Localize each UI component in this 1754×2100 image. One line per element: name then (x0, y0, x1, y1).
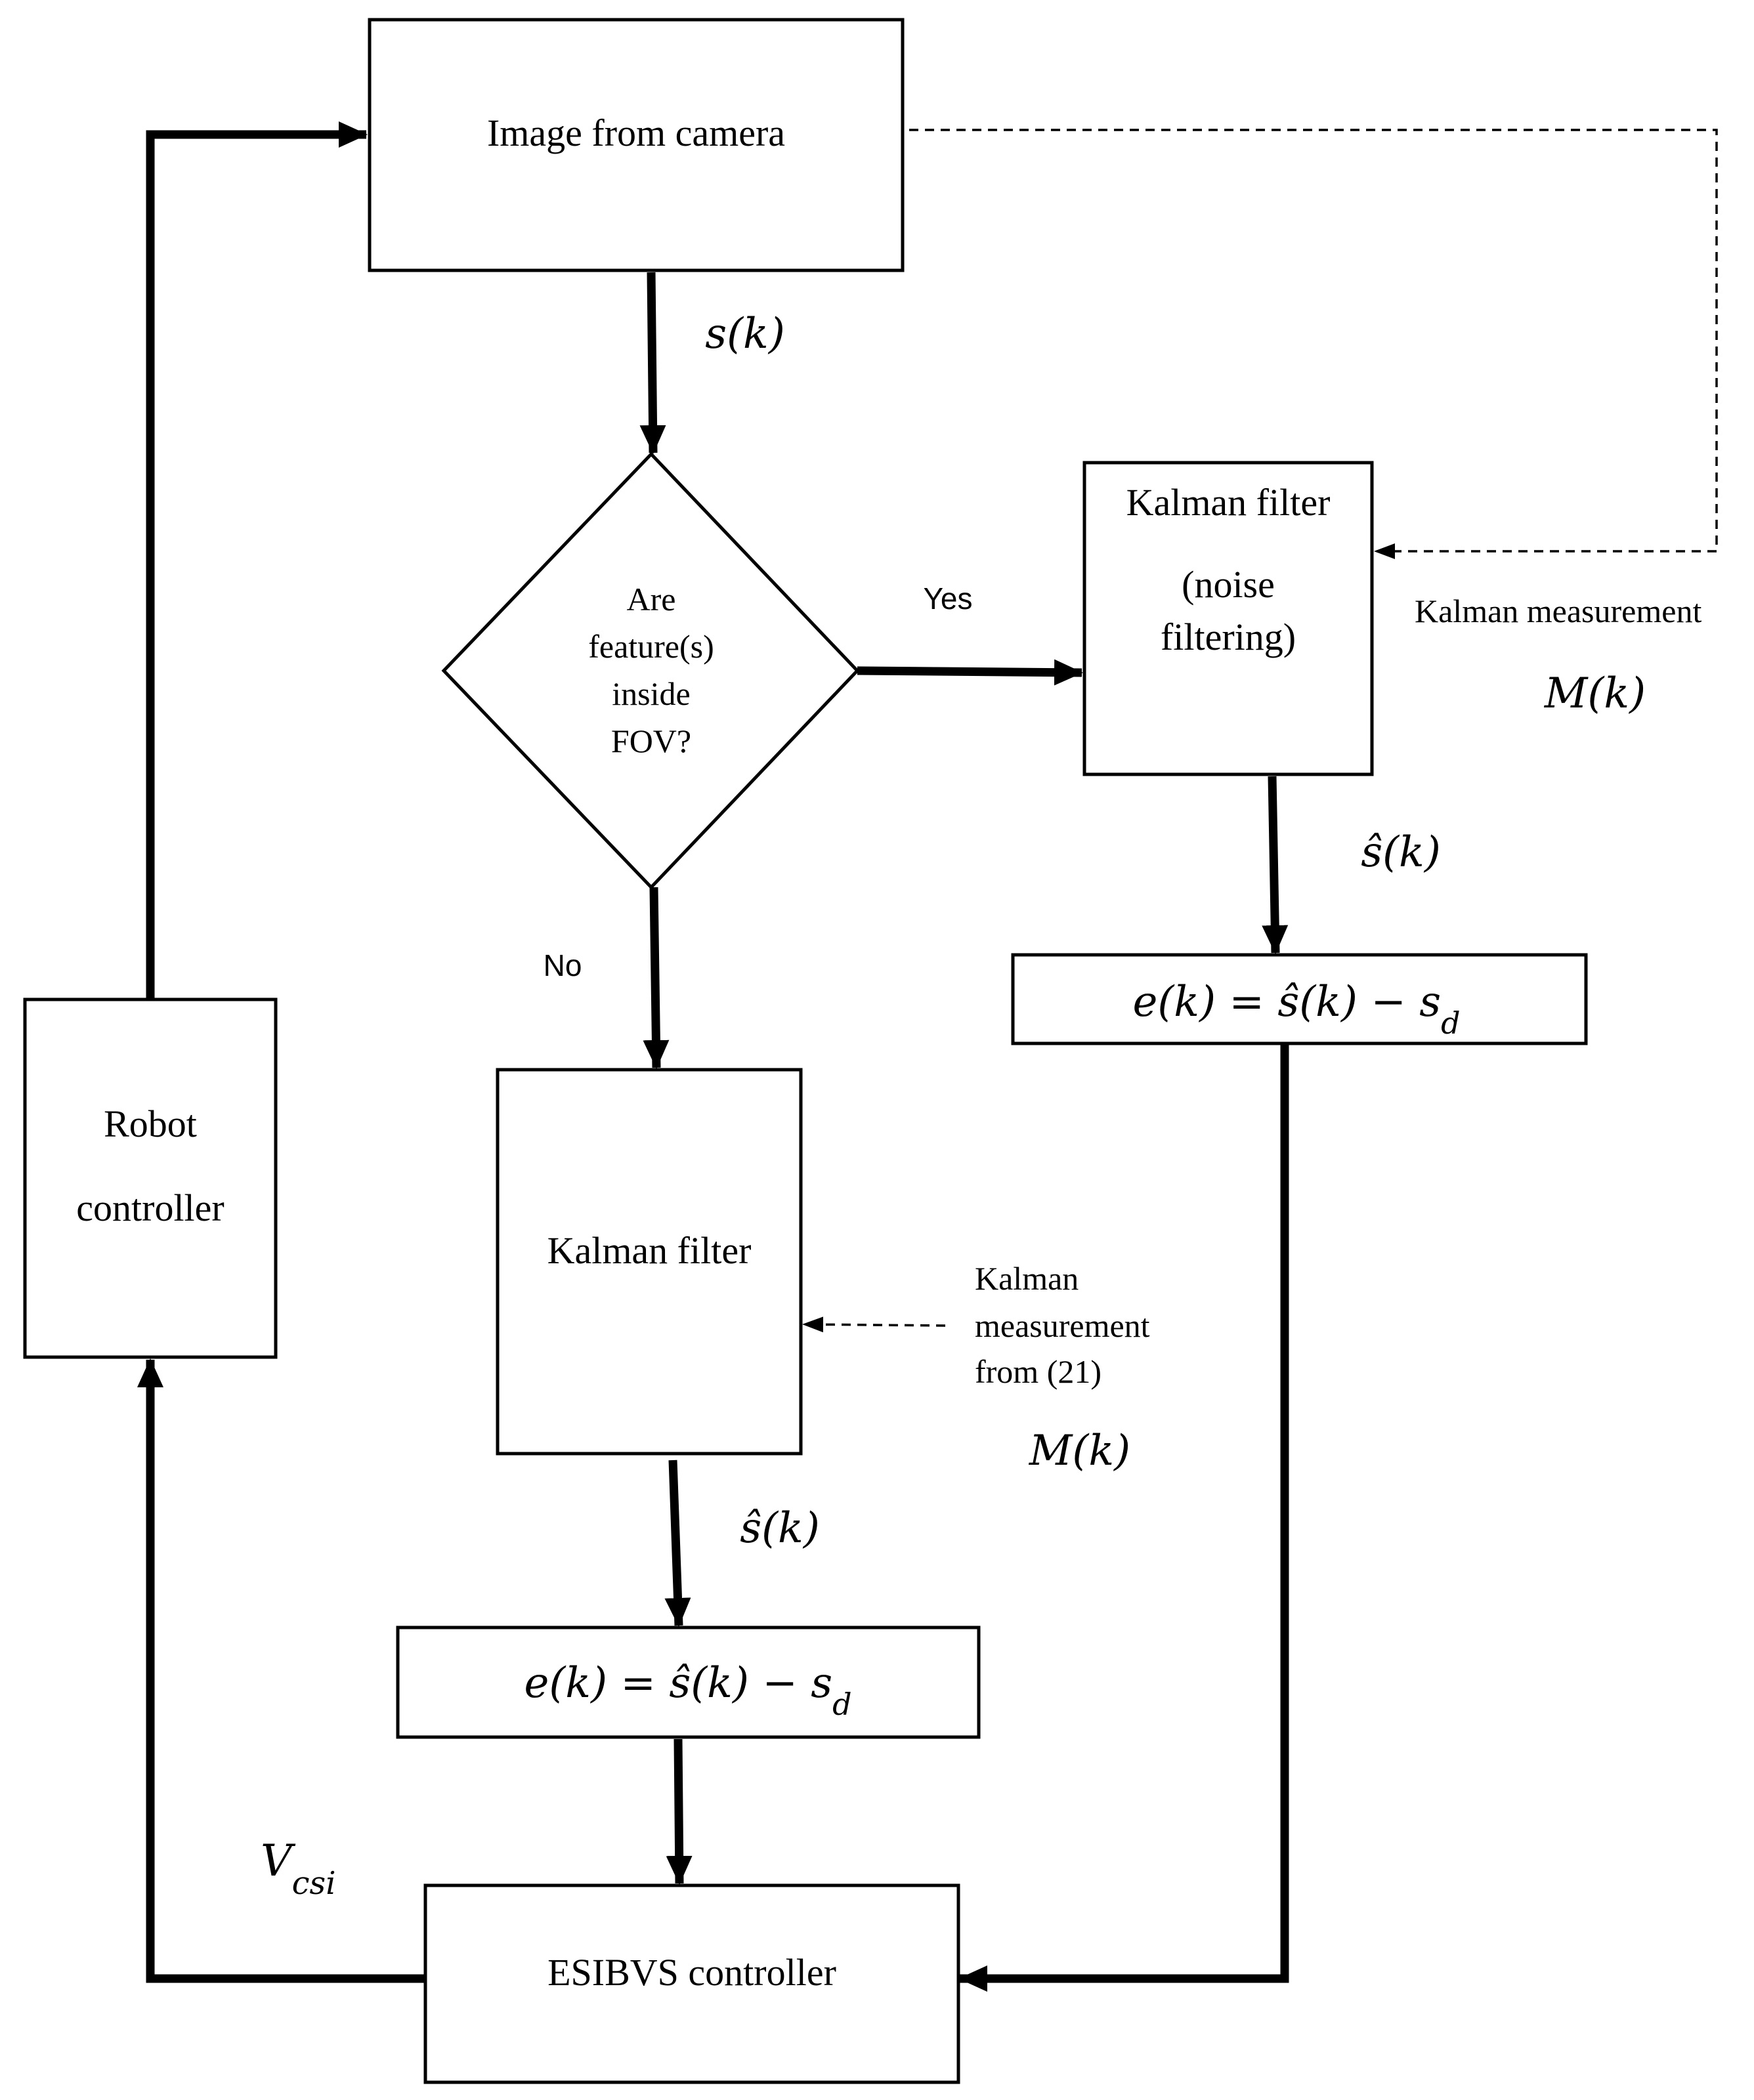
decision-line-3: inside (612, 675, 690, 712)
label-s-k: s(k) (705, 310, 785, 358)
robot-line-1: Robot (104, 1102, 197, 1145)
error-left-formula: e(k) = ŝ(k) − sd (524, 1659, 851, 1722)
fov-decision-diamond: Are feature(s) inside FOV? (441, 452, 860, 890)
kalman-measurement-bottom-line-3: from (21) (975, 1353, 1102, 1390)
m-k-top-label: M(k) (1544, 669, 1646, 718)
kalman-measurement-bottom-line-2: measurement (975, 1307, 1150, 1344)
label-shat-left: ŝ(k) (740, 1504, 820, 1553)
label-v-csi: Vcsi (261, 1836, 336, 1902)
arrow-yes-to-kalman (857, 659, 1083, 686)
decision-line-1: Are (627, 581, 676, 618)
robot-controller-box: Robot controller (23, 998, 278, 1359)
label-no: No (544, 948, 582, 982)
robot-line-2: controller (76, 1186, 224, 1229)
error-box-left: e(k) = ŝ(k) − sd (396, 1626, 981, 1739)
dashed-arrow-measurement-to-kalman (802, 1316, 946, 1333)
kalman-measurement-top-label: Kalman measurement (1415, 593, 1701, 629)
m-k-bottom-label: M(k) (1029, 1427, 1130, 1475)
kalman-noise-line-2: (noise (1182, 563, 1275, 606)
error-box-right: e(k) = ŝ(k) − sd (1011, 953, 1588, 1045)
esibvs-label: ESIBVS controller (547, 1951, 836, 1994)
image-from-camera-label: Image from camera (487, 112, 785, 154)
kalman-noise-line-1: Kalman filter (1126, 481, 1331, 524)
arrow-image-to-decision (639, 272, 666, 454)
kalman-measurement-bottom-line-1: Kalman (975, 1260, 1079, 1297)
arrow-kalman-to-error-left (664, 1460, 691, 1627)
arrow-esibvs-to-robot (137, 1358, 425, 1983)
label-yes: Yes (923, 581, 972, 616)
decision-line-2: feature(s) (588, 628, 714, 665)
arrow-error-to-esibvs (666, 1738, 693, 1885)
kalman-noise-line-3: filtering) (1161, 616, 1296, 658)
kalman-filter-box: Kalman filter (496, 1068, 803, 1456)
arrow-kalman-to-error-right (1262, 776, 1289, 954)
arrow-robot-to-image (146, 121, 368, 999)
arrow-error-right-to-esibvs (958, 1043, 1289, 1992)
arrow-no-to-kalman (643, 887, 670, 1069)
kalman-filter-label: Kalman filter (547, 1229, 752, 1272)
error-right-formula: e(k) = ŝ(k) − sd (1132, 978, 1460, 1041)
image-from-camera-box: Image from camera (368, 18, 905, 272)
esibvs-controller-box: ESIBVS controller (423, 1883, 960, 2084)
kalman-filter-noise-box: Kalman filter (noise filtering) (1082, 461, 1374, 776)
decision-line-4: FOV? (611, 723, 691, 759)
label-shat-right: ŝ(k) (1361, 828, 1441, 877)
